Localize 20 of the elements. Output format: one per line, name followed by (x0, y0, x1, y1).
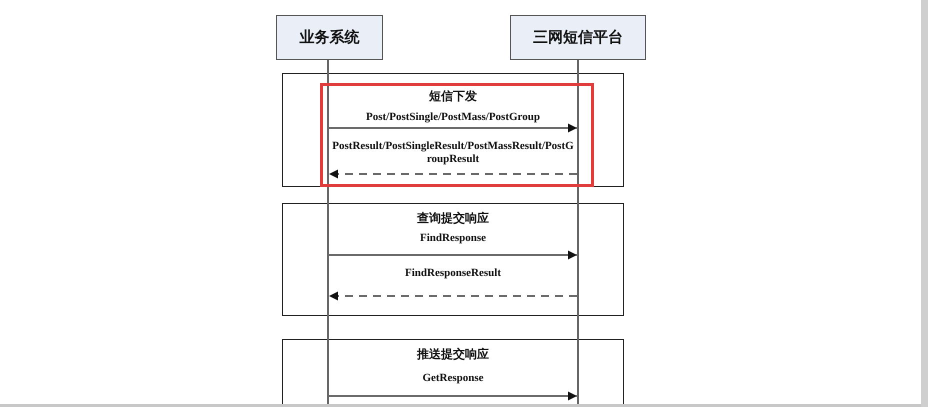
message-label: PostResult/PostSingleResult/PostMassResult/PostGroupResult (332, 140, 574, 165)
message-arrow (329, 124, 577, 132)
fragment-title: 查询提交响应 (417, 210, 489, 227)
lifeline-head-box: 业务系统 (276, 15, 383, 60)
lifeline (577, 60, 579, 407)
message-label: FindResponseResult (405, 267, 501, 279)
message-label: FindResponse (420, 232, 486, 244)
lifeline-head-box: 三网短信平台 (510, 15, 646, 60)
message-arrow (329, 392, 577, 400)
message-arrow (329, 250, 577, 260)
lifeline (327, 60, 329, 407)
fragment-header (282, 339, 624, 370)
return-message-arrow (329, 292, 577, 300)
fragment-header (282, 203, 624, 230)
message-label: GetResponse (422, 372, 484, 384)
fragment-title: 推送提交响应 (417, 346, 489, 363)
message-label: Post/PostSingle/PostMass/PostGroup (366, 111, 540, 123)
return-message-arrow (329, 170, 577, 178)
fragment-title: 短信下发 (429, 88, 477, 105)
fragment-header (282, 73, 624, 109)
